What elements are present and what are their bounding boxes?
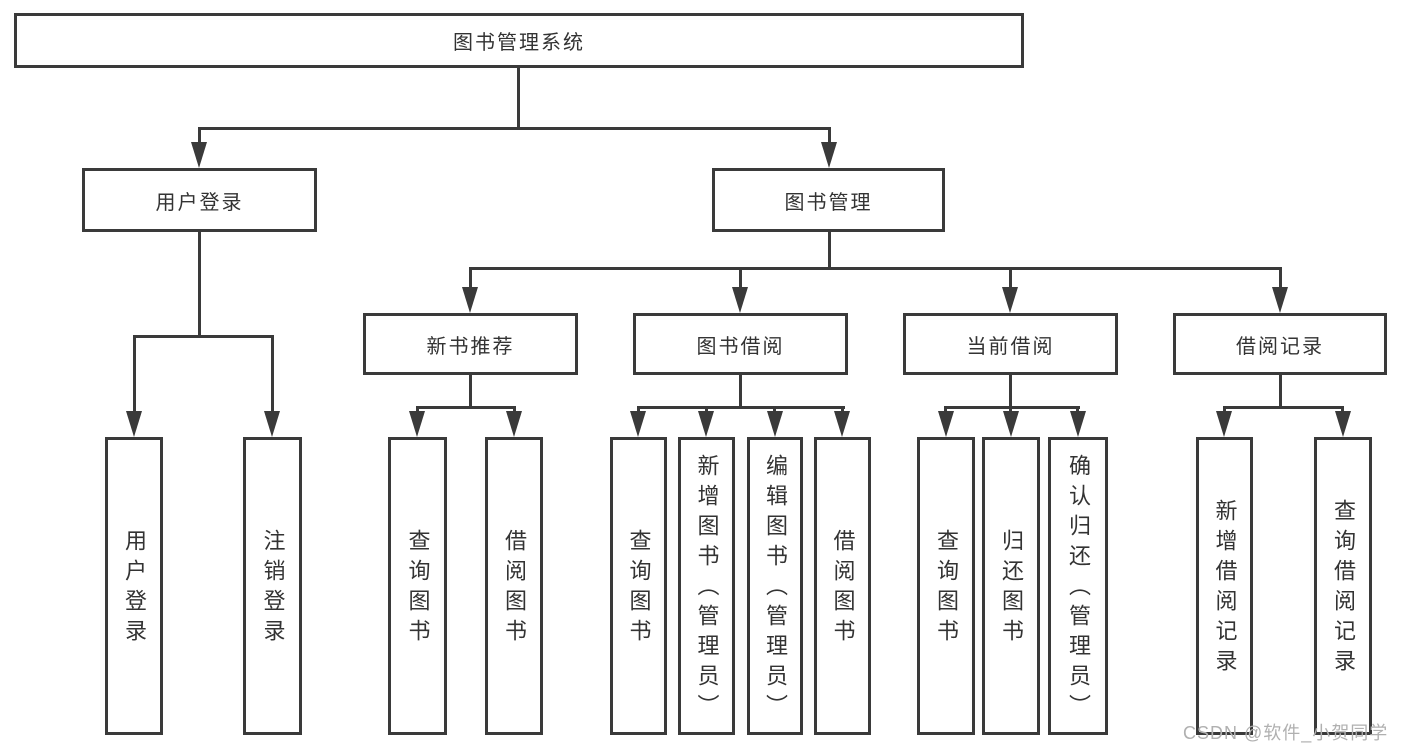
connector-root-crossbar bbox=[198, 127, 831, 130]
arrow-down-icon bbox=[938, 411, 954, 437]
leaf-query-borrow-record: 查询借阅记录 bbox=[1314, 437, 1372, 735]
node-user-login: 用户登录 bbox=[82, 168, 317, 232]
leaf-logout: 注销登录 bbox=[243, 437, 302, 735]
connector-drop-leaf bbox=[705, 406, 708, 414]
arrow-down-icon bbox=[1335, 411, 1351, 437]
connector-userlogin-crossbar bbox=[133, 335, 274, 338]
connector-newbook-stem bbox=[469, 375, 472, 406]
node-borrow-record: 借阅记录 bbox=[1173, 313, 1387, 375]
arrow-down-icon bbox=[1272, 287, 1288, 313]
connector-bookborrow-stem bbox=[739, 375, 742, 406]
connector-drop-leaf bbox=[513, 406, 516, 414]
arrow-down-icon bbox=[126, 411, 142, 437]
arrow-down-icon bbox=[1002, 287, 1018, 313]
arrow-down-icon bbox=[834, 411, 850, 437]
arrow-down-icon bbox=[409, 411, 425, 437]
arrow-down-icon bbox=[462, 287, 478, 313]
leaf-borrow-book: 借阅图书 bbox=[814, 437, 871, 735]
connector-drop-leaf bbox=[637, 406, 640, 414]
arrow-down-icon bbox=[1216, 411, 1232, 437]
connector-bookmgmt-stem bbox=[828, 232, 831, 269]
arrow-down-icon bbox=[767, 411, 783, 437]
connector-borrowrecord-stem bbox=[1279, 375, 1282, 406]
leaf-confirm-return-admin: 确认归还（管理员） bbox=[1048, 437, 1108, 735]
connector-drop-newbook bbox=[469, 267, 472, 289]
connector-bookborrow-crossbar bbox=[637, 406, 845, 409]
leaf-edit-book-admin: 编辑图书（管理员） bbox=[747, 437, 803, 735]
node-root-library-system: 图书管理系统 bbox=[14, 13, 1024, 68]
leaf-borrow-book: 借阅图书 bbox=[485, 437, 543, 735]
connector-currentborrow-crossbar bbox=[944, 406, 1080, 409]
connector-userlogin-stem bbox=[198, 232, 201, 335]
connector-drop-leaf bbox=[133, 335, 136, 413]
connector-drop-leaf bbox=[1341, 406, 1344, 414]
connector-drop-leaf bbox=[271, 335, 274, 413]
arrow-down-icon bbox=[264, 411, 280, 437]
connector-drop-leaf bbox=[944, 406, 947, 414]
connector-borrowrecord-crossbar bbox=[1223, 406, 1344, 409]
leaf-add-book-admin: 新增图书（管理员） bbox=[678, 437, 735, 735]
connector-drop-leaf bbox=[773, 406, 776, 414]
connector-drop-leaf bbox=[841, 406, 844, 414]
connector-drop-leaf bbox=[1076, 406, 1079, 414]
connector-drop-user-login bbox=[198, 127, 201, 144]
arrow-down-icon bbox=[821, 142, 837, 168]
node-book-borrow: 图书借阅 bbox=[633, 313, 848, 375]
connector-drop-leaf bbox=[416, 406, 419, 414]
arrow-down-icon bbox=[630, 411, 646, 437]
connector-drop-currentborrow bbox=[1009, 267, 1012, 289]
connector-drop-book-mgmt bbox=[828, 127, 831, 144]
node-book-management: 图书管理 bbox=[712, 168, 945, 232]
connector-drop-borrowrecord bbox=[1279, 267, 1282, 289]
leaf-user-login: 用户登录 bbox=[105, 437, 163, 735]
connector-root-stem bbox=[517, 68, 520, 128]
arrow-down-icon bbox=[506, 411, 522, 437]
leaf-query-book: 查询图书 bbox=[388, 437, 447, 735]
arrow-down-icon bbox=[698, 411, 714, 437]
connector-drop-leaf bbox=[1223, 406, 1226, 414]
leaf-query-book: 查询图书 bbox=[917, 437, 975, 735]
leaf-return-book: 归还图书 bbox=[982, 437, 1040, 735]
connector-newbook-crossbar bbox=[416, 406, 516, 409]
connector-currentborrow-stem bbox=[1009, 375, 1012, 406]
connector-bookmgmt-crossbar bbox=[469, 267, 1282, 270]
arrow-down-icon bbox=[1003, 411, 1019, 437]
connector-drop-bookborrow bbox=[739, 267, 742, 289]
arrow-down-icon bbox=[191, 142, 207, 168]
arrow-down-icon bbox=[1070, 411, 1086, 437]
csdn-watermark: CSDN @软件_小贺同学 bbox=[1183, 723, 1389, 743]
connector-drop-leaf bbox=[1009, 406, 1012, 414]
arrow-down-icon bbox=[732, 287, 748, 313]
node-current-borrow: 当前借阅 bbox=[903, 313, 1118, 375]
leaf-query-book: 查询图书 bbox=[610, 437, 667, 735]
node-new-book-recommend: 新书推荐 bbox=[363, 313, 578, 375]
leaf-add-borrow-record: 新增借阅记录 bbox=[1196, 437, 1253, 735]
